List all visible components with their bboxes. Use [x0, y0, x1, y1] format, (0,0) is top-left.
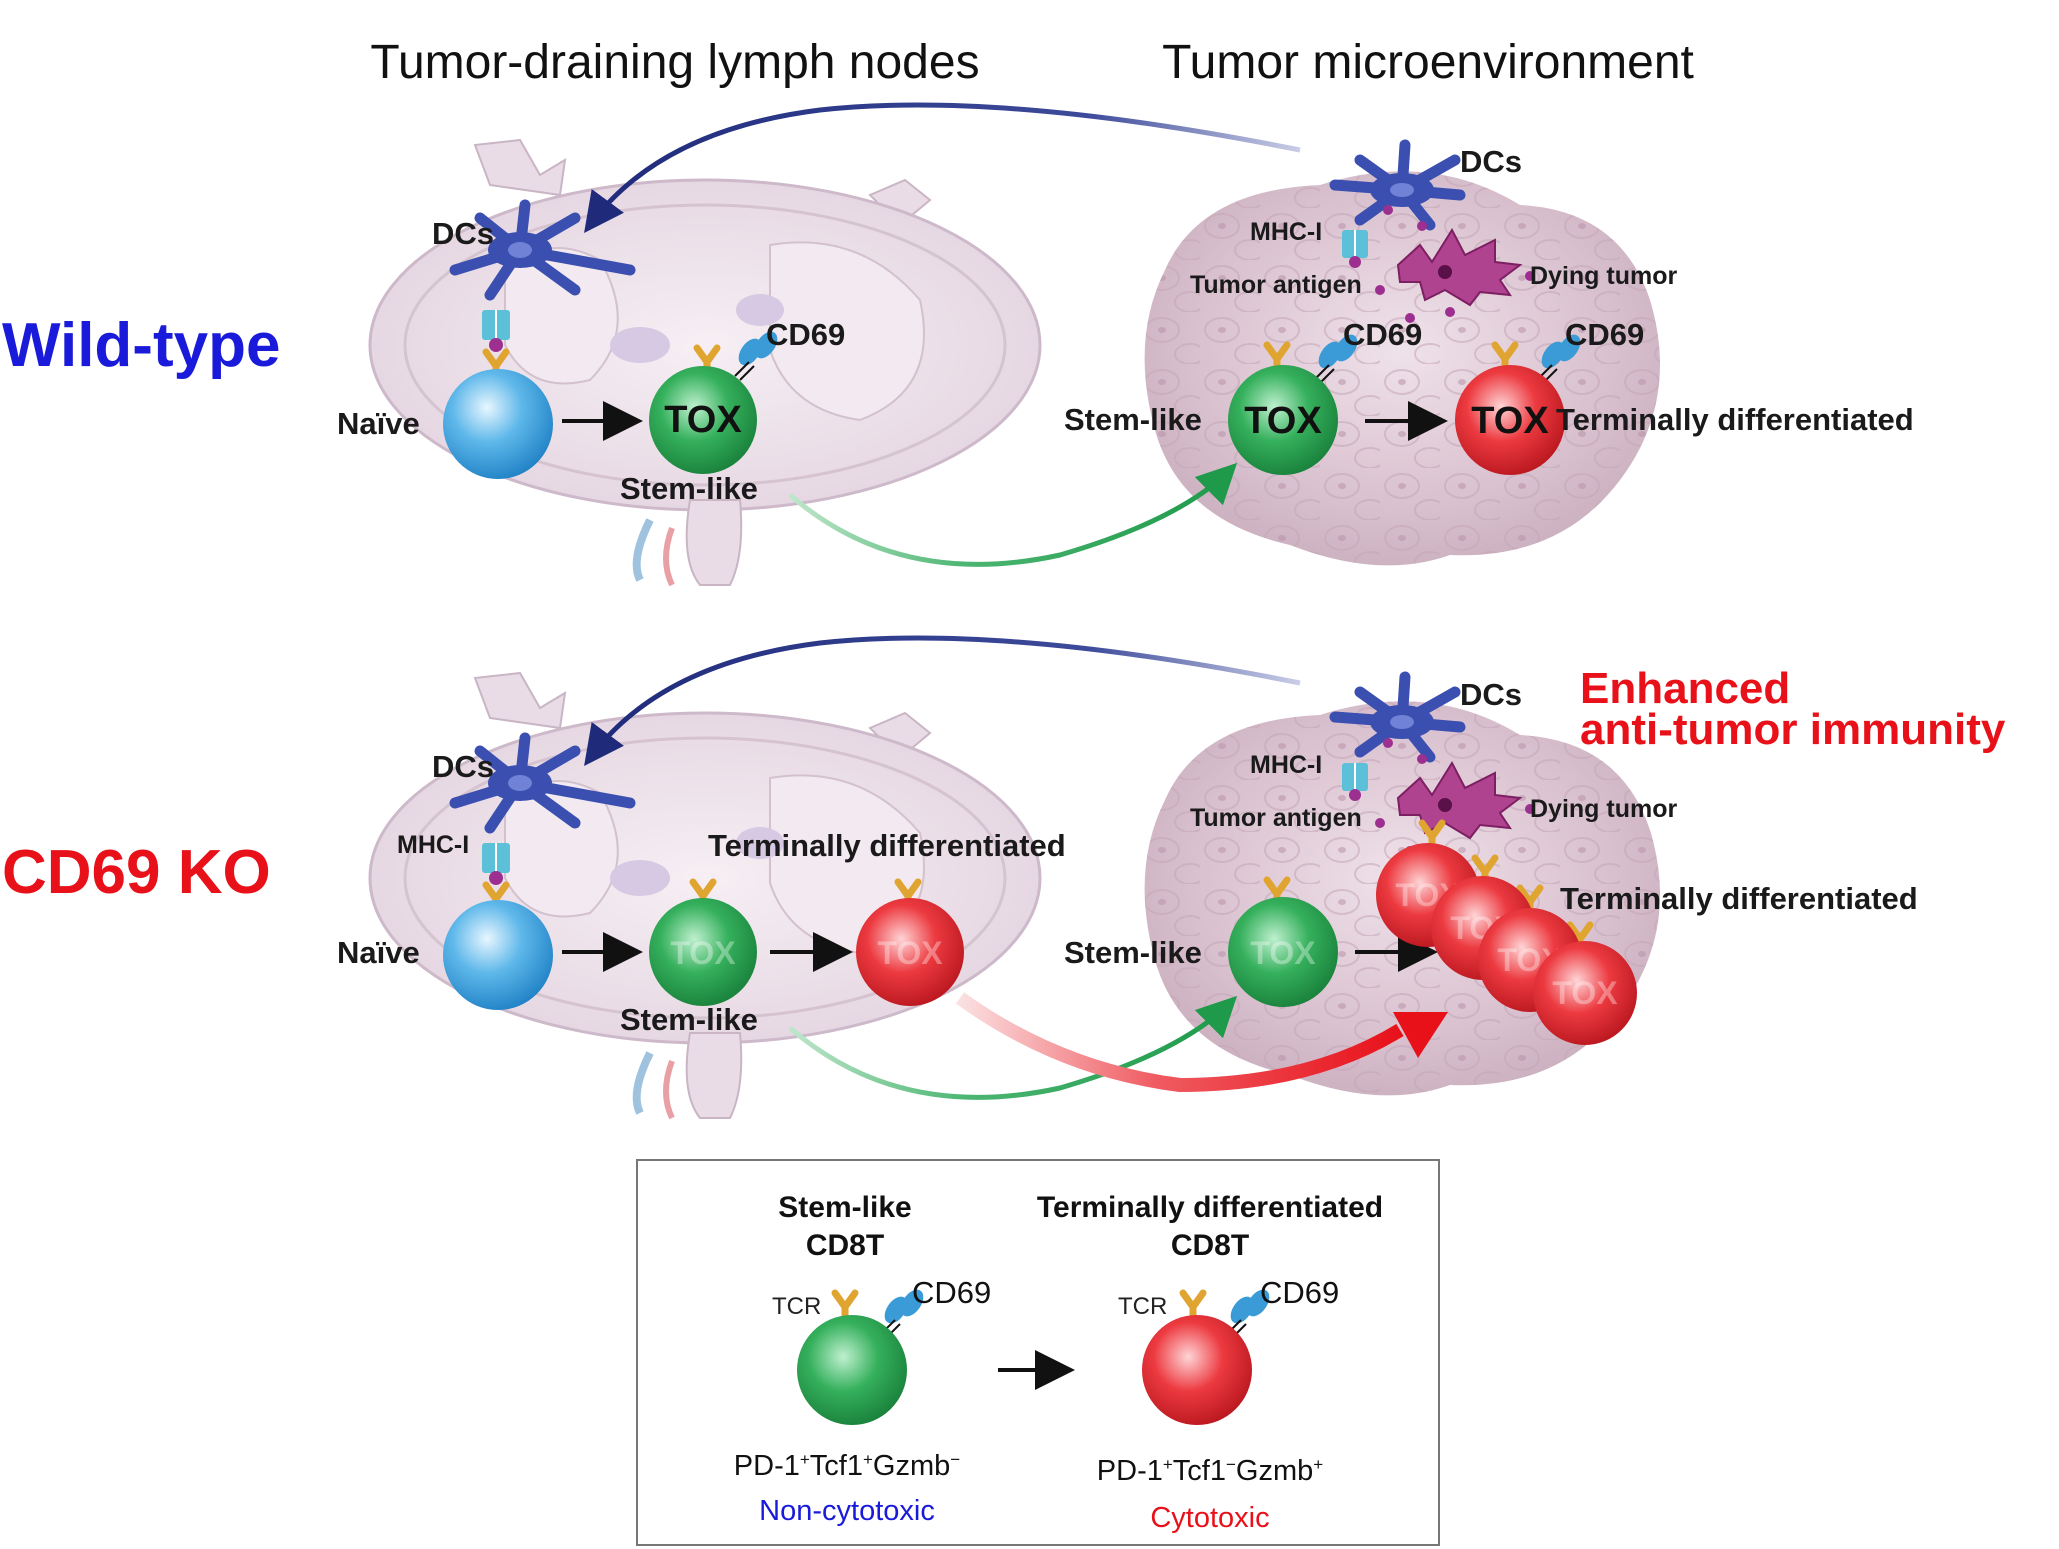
- legend-terminal-cell: [1142, 1315, 1252, 1425]
- legend-cytotoxic: Cytotoxic: [1150, 1502, 1269, 1534]
- label-mhc-i-tme-cd69ko: MHC-I: [1250, 751, 1322, 779]
- legend-term-phenotype: PD-1+Tcf1−Gzmb+: [1097, 1455, 1323, 1487]
- tox-label: TOX: [1471, 400, 1549, 442]
- legend-stem-title-line1: Stem-like: [778, 1191, 911, 1224]
- stem-like-t-cell: [649, 898, 757, 1006]
- legend-term-title-line1: Terminally differentiated: [1037, 1191, 1383, 1224]
- arrow-dc-migration-wildtype: [584, 102, 1301, 234]
- label-dying-tumor-wildtype: Dying tumor: [1530, 262, 1677, 290]
- label-naive-wildtype: Naïve: [337, 406, 420, 441]
- mhc-i-icon: [1342, 230, 1368, 268]
- legend-stem-like-cell: [797, 1315, 907, 1425]
- tox-label: TOX: [1244, 400, 1322, 442]
- cd69-icon: [734, 331, 778, 381]
- label-stem-like-ln-cd69ko: Stem-like: [620, 1002, 758, 1037]
- stem-like-t-cell: [649, 366, 757, 474]
- arrowhead-terminal-migration-cd69ko: [1393, 1012, 1448, 1058]
- cd69-icon: [1314, 334, 1358, 384]
- stem-like-t-cell: [1228, 897, 1338, 1007]
- legend-tcr-label-2: TCR: [1118, 1293, 1167, 1320]
- legend-term-title-line2: CD8T: [1171, 1229, 1249, 1262]
- label-dcs-tme-wildtype: DCs: [1460, 144, 1522, 179]
- mhc-i-icon: [482, 843, 510, 885]
- naive-t-cell: [443, 369, 553, 479]
- label-naive-cd69ko: Naïve: [337, 935, 420, 970]
- arrow-stem-migration-wildtype: [788, 462, 1238, 567]
- label-cd69-ln-wildtype: CD69: [766, 317, 845, 352]
- header-lymph-nodes: Tumor-draining lymph nodes: [370, 36, 979, 89]
- legend-stem-title-line2: CD8T: [806, 1229, 884, 1262]
- dying-tumor-icon: [1375, 205, 1535, 323]
- row-title-cd69-ko: CD69 KO: [2, 838, 271, 907]
- label-cd69-tme1-wildtype: CD69: [1343, 317, 1422, 352]
- label-dcs-ln-wildtype: DCs: [432, 216, 494, 251]
- arrow-terminal-migration-cd69ko: [955, 992, 1404, 1093]
- dendritic-cell-icon: [449, 199, 636, 301]
- mhc-i-icon: [1342, 763, 1368, 801]
- label-terminal-ln-cd69ko: Terminally differentiated: [708, 828, 1066, 863]
- terminally-differentiated-t-cell: [856, 898, 964, 1006]
- arrow-stem-migration-cd69ko: [788, 995, 1238, 1100]
- label-stem-like-ln-wildtype: Stem-like: [620, 471, 758, 506]
- label-tumor-antigen-wildtype: Tumor antigen: [1190, 271, 1362, 299]
- legend-tcr-label-1: TCR: [772, 1293, 821, 1320]
- dendritic-cell-icon: [449, 732, 636, 834]
- dendritic-cell-icon: [1329, 139, 1466, 231]
- mhc-i-icon: [482, 310, 510, 352]
- label-mhc-i-tme-wildtype: MHC-I: [1250, 218, 1322, 246]
- naive-t-cell: [443, 900, 553, 1010]
- legend-cd69-label-1: CD69: [912, 1275, 991, 1310]
- tox-label-faint: TOX: [1250, 935, 1316, 971]
- terminally-differentiated-t-cell: [1533, 941, 1637, 1045]
- tox-label-faint: TOX: [670, 935, 736, 971]
- tox-label-faint: TOX: [877, 935, 943, 971]
- label-stem-like-tme-wildtype: Stem-like: [1064, 402, 1202, 437]
- stem-like-t-cell: [1228, 365, 1338, 475]
- tox-label: TOX: [664, 399, 742, 441]
- label-terminal-tme-cd69ko: Terminally differentiated: [1560, 881, 1918, 916]
- header-tumor-microenvironment: Tumor microenvironment: [1162, 36, 1694, 89]
- arrow-dc-migration-cd69ko: [584, 635, 1301, 767]
- label-mhc-i-ln-cd69ko: MHC-I: [397, 831, 469, 859]
- enhanced-label-line2: anti-tumor immunity: [1580, 705, 2006, 754]
- label-terminal-tme-wildtype: Terminally differentiated: [1556, 402, 1914, 437]
- enhanced-label-line1: Enhanced: [1580, 664, 1790, 713]
- cd69-icon: [1226, 1289, 1270, 1339]
- tumor-mass-wildtype: [1144, 171, 1660, 566]
- label-dcs-ln-cd69ko: DCs: [432, 749, 494, 784]
- legend-cd69-label-2: CD69: [1260, 1275, 1339, 1310]
- legend-non-cytotoxic: Non-cytotoxic: [759, 1495, 935, 1527]
- legend-stem-phenotype: PD-1+Tcf1+Gzmb−: [734, 1450, 960, 1482]
- tox-label-faint: TOX: [1552, 975, 1618, 1011]
- label-tumor-antigen-cd69ko: Tumor antigen: [1190, 804, 1362, 832]
- dendritic-cell-icon: [1329, 671, 1466, 763]
- cd69-icon: [880, 1289, 924, 1339]
- label-dying-tumor-cd69ko: Dying tumor: [1530, 795, 1677, 823]
- label-dcs-tme-cd69ko: DCs: [1460, 677, 1522, 712]
- label-stem-like-tme-cd69ko: Stem-like: [1064, 935, 1202, 970]
- row-title-wild-type: Wild-type: [2, 311, 280, 380]
- label-cd69-tme2-wildtype: CD69: [1565, 317, 1644, 352]
- terminally-differentiated-t-cell: [1455, 365, 1565, 475]
